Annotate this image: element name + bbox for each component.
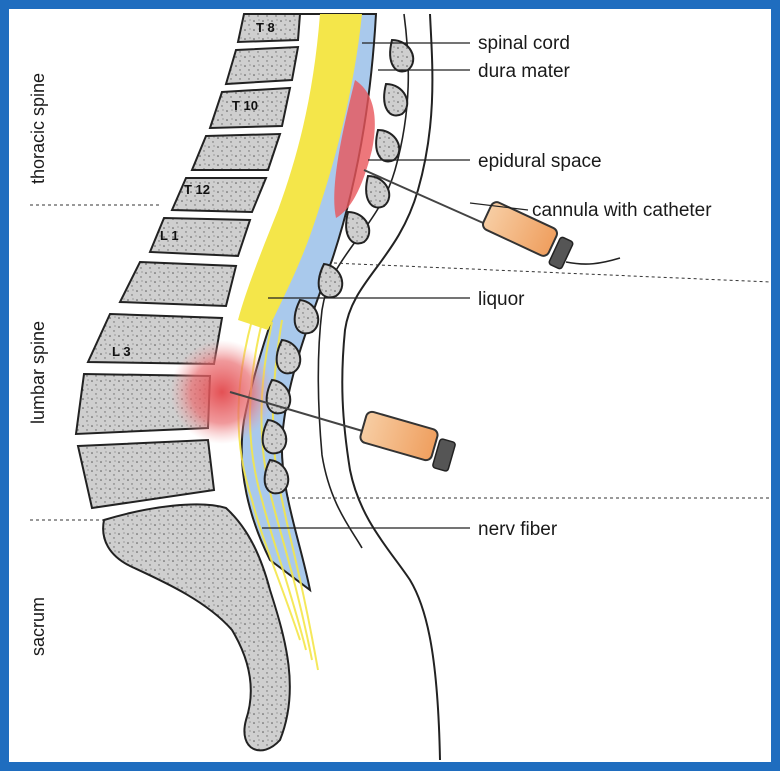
vertebra-label-t8: T 8 — [256, 20, 275, 35]
region-label-lumbar: lumbar spine — [28, 321, 48, 424]
label-liquor: liquor — [478, 289, 525, 310]
label-cannula: cannula with catheter — [532, 200, 712, 221]
label-dura-mater: dura mater — [478, 61, 571, 82]
vertebra-t11 — [192, 134, 280, 170]
injection-site — [170, 340, 274, 444]
label-nerv-fiber: nerv fiber — [478, 519, 558, 540]
vertebra-l2 — [120, 262, 236, 306]
region-label-sacrum: sacrum — [28, 597, 48, 656]
label-epidural-space: epidural space — [478, 151, 602, 172]
vertebra-label-t10: T 10 — [232, 98, 258, 113]
vertebra-label-l3: L 3 — [112, 344, 131, 359]
vertebra-label-t12: T 12 — [184, 182, 210, 197]
region-label-thoracic: thoracic spine — [28, 73, 48, 184]
vertebra-l5 — [78, 440, 214, 508]
vertebra-label-l1: L 1 — [160, 228, 179, 243]
label-spinal-cord: spinal cord — [478, 33, 570, 54]
vertebra-t9 — [226, 47, 298, 84]
